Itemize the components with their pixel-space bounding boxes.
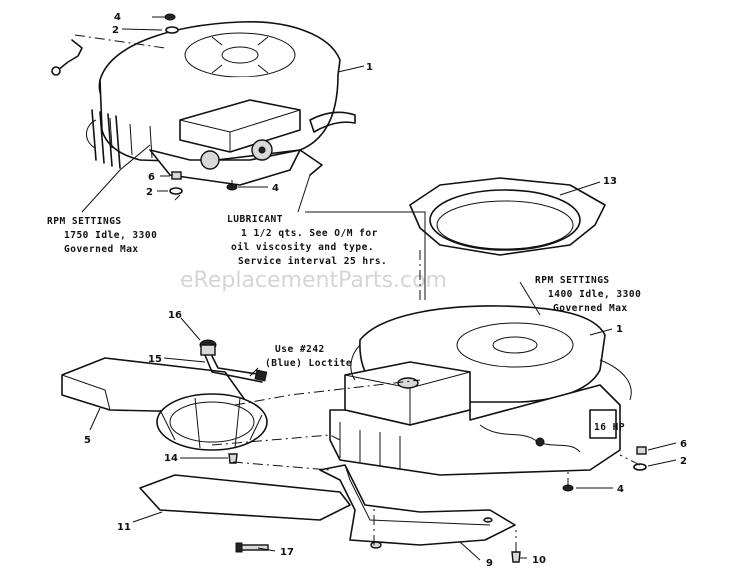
note-lubricant: LUBRICANT 1 1/2 qts. See O/M for oil vis… bbox=[227, 214, 387, 267]
callout-2-right: 2 bbox=[680, 456, 687, 467]
engine-upper-left bbox=[51, 21, 356, 186]
callout-6-right: 6 bbox=[680, 439, 687, 450]
svg-text:RPM SETTINGS: RPM SETTINGS bbox=[535, 275, 610, 286]
note-loctite: Use #242 (Blue) Loctite bbox=[265, 344, 352, 369]
callout-4-top: 4 bbox=[114, 12, 121, 23]
note-rpm-right: RPM SETTINGS 1400 Idle, 3300 Governed Ma… bbox=[535, 275, 641, 314]
svg-text:Governed Max: Governed Max bbox=[553, 303, 628, 314]
callout-5: 5 bbox=[84, 435, 91, 446]
callout-9: 9 bbox=[486, 558, 493, 569]
svg-text:1 1/2 qts. See O/M for: 1 1/2 qts. See O/M for bbox=[241, 228, 378, 239]
watermark-text: eReplacementParts.com bbox=[180, 268, 447, 293]
svg-text:Service interval 25 hrs.: Service interval 25 hrs. bbox=[238, 256, 387, 267]
svg-text:oil viscosity and type.: oil viscosity and type. bbox=[231, 242, 374, 253]
svg-text:Governed Max: Governed Max bbox=[64, 244, 139, 255]
svg-text:RPM SETTINGS: RPM SETTINGS bbox=[47, 216, 122, 227]
deflector-plate-part-11 bbox=[139, 474, 351, 521]
svg-text:(Blue) Loctite: (Blue) Loctite bbox=[265, 358, 352, 369]
callout-2-left: 2 bbox=[146, 187, 153, 198]
callout-14: 14 bbox=[164, 453, 178, 464]
callout-6-left: 6 bbox=[148, 172, 155, 183]
callout-1-top: 1 bbox=[366, 62, 373, 73]
fasteners bbox=[164, 13, 647, 563]
engine-lower-right: 16 HP bbox=[329, 305, 632, 476]
callout-13: 13 bbox=[603, 176, 617, 187]
callout-1-right: 1 bbox=[616, 324, 623, 335]
callout-2-top: 2 bbox=[112, 25, 119, 36]
cover-plate-part-5 bbox=[61, 357, 268, 451]
callout-17: 17 bbox=[280, 547, 294, 558]
callout-4-right: 4 bbox=[617, 484, 624, 495]
callout-numbers: 4 2 1 6 2 4 13 1 16 15 5 14 11 17 9 10 6… bbox=[84, 12, 687, 569]
callout-11: 11 bbox=[117, 522, 131, 533]
svg-text:LUBRICANT: LUBRICANT bbox=[227, 214, 283, 225]
engine-model-plate: 16 HP bbox=[594, 422, 625, 433]
callout-16: 16 bbox=[168, 310, 182, 321]
cap-part-16 bbox=[199, 339, 217, 356]
svg-text:Use #242: Use #242 bbox=[275, 344, 325, 355]
svg-text:1750 Idle, 3300: 1750 Idle, 3300 bbox=[64, 230, 157, 241]
callout-15: 15 bbox=[148, 354, 162, 365]
note-rpm-left: RPM SETTINGS 1750 Idle, 3300 Governed Ma… bbox=[47, 216, 157, 255]
callout-4-left: 4 bbox=[272, 183, 279, 194]
tube-part-15 bbox=[204, 354, 268, 383]
callout-10: 10 bbox=[532, 555, 546, 566]
bracket-part-9 bbox=[319, 464, 516, 546]
shroud-ring-part-13 bbox=[409, 177, 606, 256]
leader-lines bbox=[81, 16, 677, 561]
svg-text:1400 Idle, 3300: 1400 Idle, 3300 bbox=[548, 289, 641, 300]
alignment-lines bbox=[74, 34, 641, 552]
